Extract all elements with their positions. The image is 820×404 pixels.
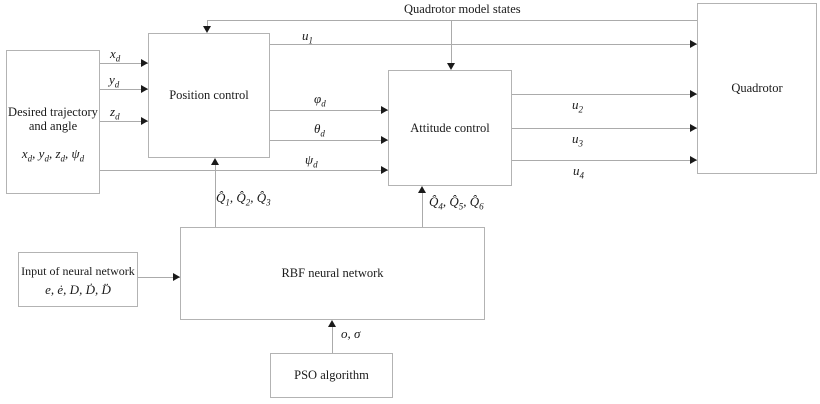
position-control-label: Position control (169, 88, 249, 103)
edge-q123-arrowhead-icon (211, 158, 219, 165)
edge-xd-line (100, 63, 148, 64)
edge-u3-arrowhead-icon (690, 124, 697, 132)
edge-q456-arrowhead-icon (418, 186, 426, 193)
edge-xd-arrowhead-icon (141, 59, 148, 67)
nn-input-signals: e, ė, D, Ḋ, D̈ (45, 281, 111, 297)
edge-nn-input-line (138, 277, 180, 278)
box-nn-input: Input of neural network e, ė, D, Ḋ, D̈ (18, 252, 138, 307)
edge-u2-label: u2 (572, 97, 583, 115)
feedback-drop-position-line (207, 20, 208, 27)
edge-thetad-arrowhead-icon (381, 136, 388, 144)
edge-u2-line (512, 94, 697, 95)
feedback-line (207, 20, 697, 21)
edge-phid-label: φd (314, 91, 326, 109)
edge-osigma-label: o, σ (341, 326, 361, 341)
edge-phid-line (270, 110, 388, 111)
edge-osigma-arrowhead-icon (328, 320, 336, 327)
box-attitude-control: Attitude control (388, 70, 512, 186)
edge-nn-input-arrowhead-icon (173, 273, 180, 281)
desired-trajectory-label-line1: Desired trajectory (8, 105, 98, 119)
edge-q123-label: Q̂1, Q̂2, Q̂3 (216, 190, 271, 208)
edge-psid-arrowhead-icon (381, 166, 388, 174)
edge-phid-arrowhead-icon (381, 106, 388, 114)
box-pso: PSO algorithm (270, 353, 393, 398)
box-quadrotor: Quadrotor (697, 3, 817, 174)
rbf-network-label: RBF neural network (281, 266, 384, 281)
edge-q456-label: Q̂4, Q̂5, Q̂6 (429, 194, 484, 212)
edge-u4-label: u4 (573, 163, 584, 181)
edge-zd-label: zd (110, 104, 120, 122)
edge-yd-label: yd (109, 72, 120, 90)
edge-u1-label: u1 (302, 28, 313, 46)
edge-u3-line (512, 128, 697, 129)
feedback-attitude-arrowhead-icon (447, 63, 455, 70)
edge-psid-label: ψd (305, 152, 318, 170)
edge-thetad-line (270, 140, 388, 141)
edge-yd-arrowhead-icon (141, 85, 148, 93)
edge-q123-line (215, 165, 216, 227)
feedback-position-arrowhead-icon (203, 26, 211, 33)
box-rbf-network: RBF neural network (180, 227, 485, 320)
edge-q456-line (422, 193, 423, 227)
attitude-control-label: Attitude control (410, 120, 490, 135)
desired-trajectory-label-line2: and angle (28, 119, 78, 134)
edge-zd-line (100, 121, 148, 122)
pso-label: PSO algorithm (294, 368, 369, 383)
quadrotor-label: Quadrotor (731, 81, 783, 96)
edge-u3-label: u3 (572, 131, 583, 149)
edge-u1-arrowhead-icon (690, 40, 697, 48)
nn-input-label: Input of neural network (21, 264, 135, 279)
edge-u4-arrowhead-icon (690, 156, 697, 164)
edge-psid-line (100, 170, 388, 171)
edge-u4-line (512, 160, 697, 161)
edge-xd-label: xd (110, 46, 121, 64)
edge-zd-arrowhead-icon (141, 117, 148, 125)
edge-u1-line (270, 44, 697, 45)
edge-yd-line (100, 89, 148, 90)
edge-thetad-label: θd (314, 121, 325, 139)
box-position-control: Position control (148, 33, 270, 158)
edge-u2-arrowhead-icon (690, 90, 697, 98)
feedback-label: Quadrotor model states (404, 2, 521, 16)
feedback-drop-attitude-line (451, 20, 452, 63)
desired-trajectory-signals: xd, yd, zd, ψd (21, 145, 85, 164)
box-desired-trajectory: Desired trajectory and angle xd, yd, zd,… (6, 50, 100, 194)
edge-osigma-line (332, 327, 333, 353)
